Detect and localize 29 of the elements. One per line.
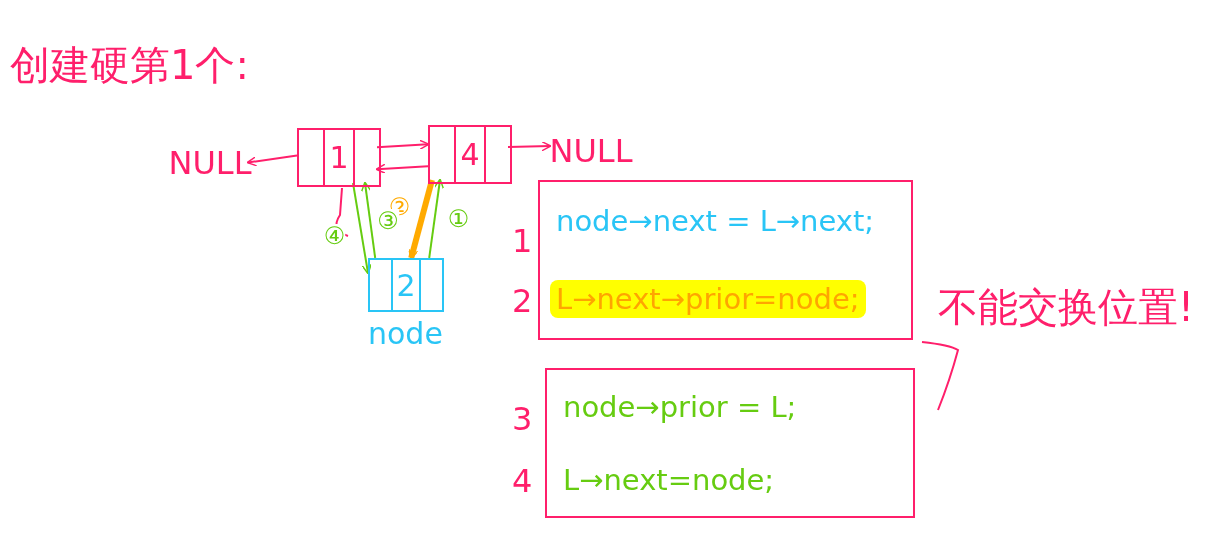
list-node-box — [428, 125, 512, 184]
code-line: node→prior = L; — [562, 388, 798, 426]
arrow — [408, 179, 435, 260]
edge-label: ④ — [323, 224, 346, 248]
line-number: 4 — [512, 462, 533, 500]
list-node-box — [368, 258, 444, 312]
code-box — [545, 368, 915, 518]
code-line: L→next=node; — [562, 461, 776, 499]
note-text: 不能交换位置! — [938, 283, 1195, 332]
null-text: NULL — [550, 128, 632, 173]
node-value: 4 — [453, 127, 487, 182]
arrow — [428, 178, 445, 259]
arrow — [375, 163, 429, 174]
arrow — [360, 181, 377, 259]
code-box — [538, 180, 913, 340]
line-number: 2 — [512, 282, 533, 320]
arrow — [352, 182, 372, 275]
line-number: 1 — [512, 222, 533, 260]
title: 创建硬第1个: — [10, 41, 249, 90]
code-line: node→next = L→next; — [555, 203, 876, 240]
node-value: 2 — [391, 260, 421, 310]
edge-label: ① — [447, 207, 470, 231]
arrow — [246, 154, 298, 167]
arrow — [507, 140, 552, 152]
list-node-box — [297, 128, 381, 187]
node-caption: node — [368, 316, 443, 351]
arrow — [376, 139, 430, 150]
node-value: 1 — [322, 130, 356, 185]
line-number: 3 — [512, 400, 533, 438]
